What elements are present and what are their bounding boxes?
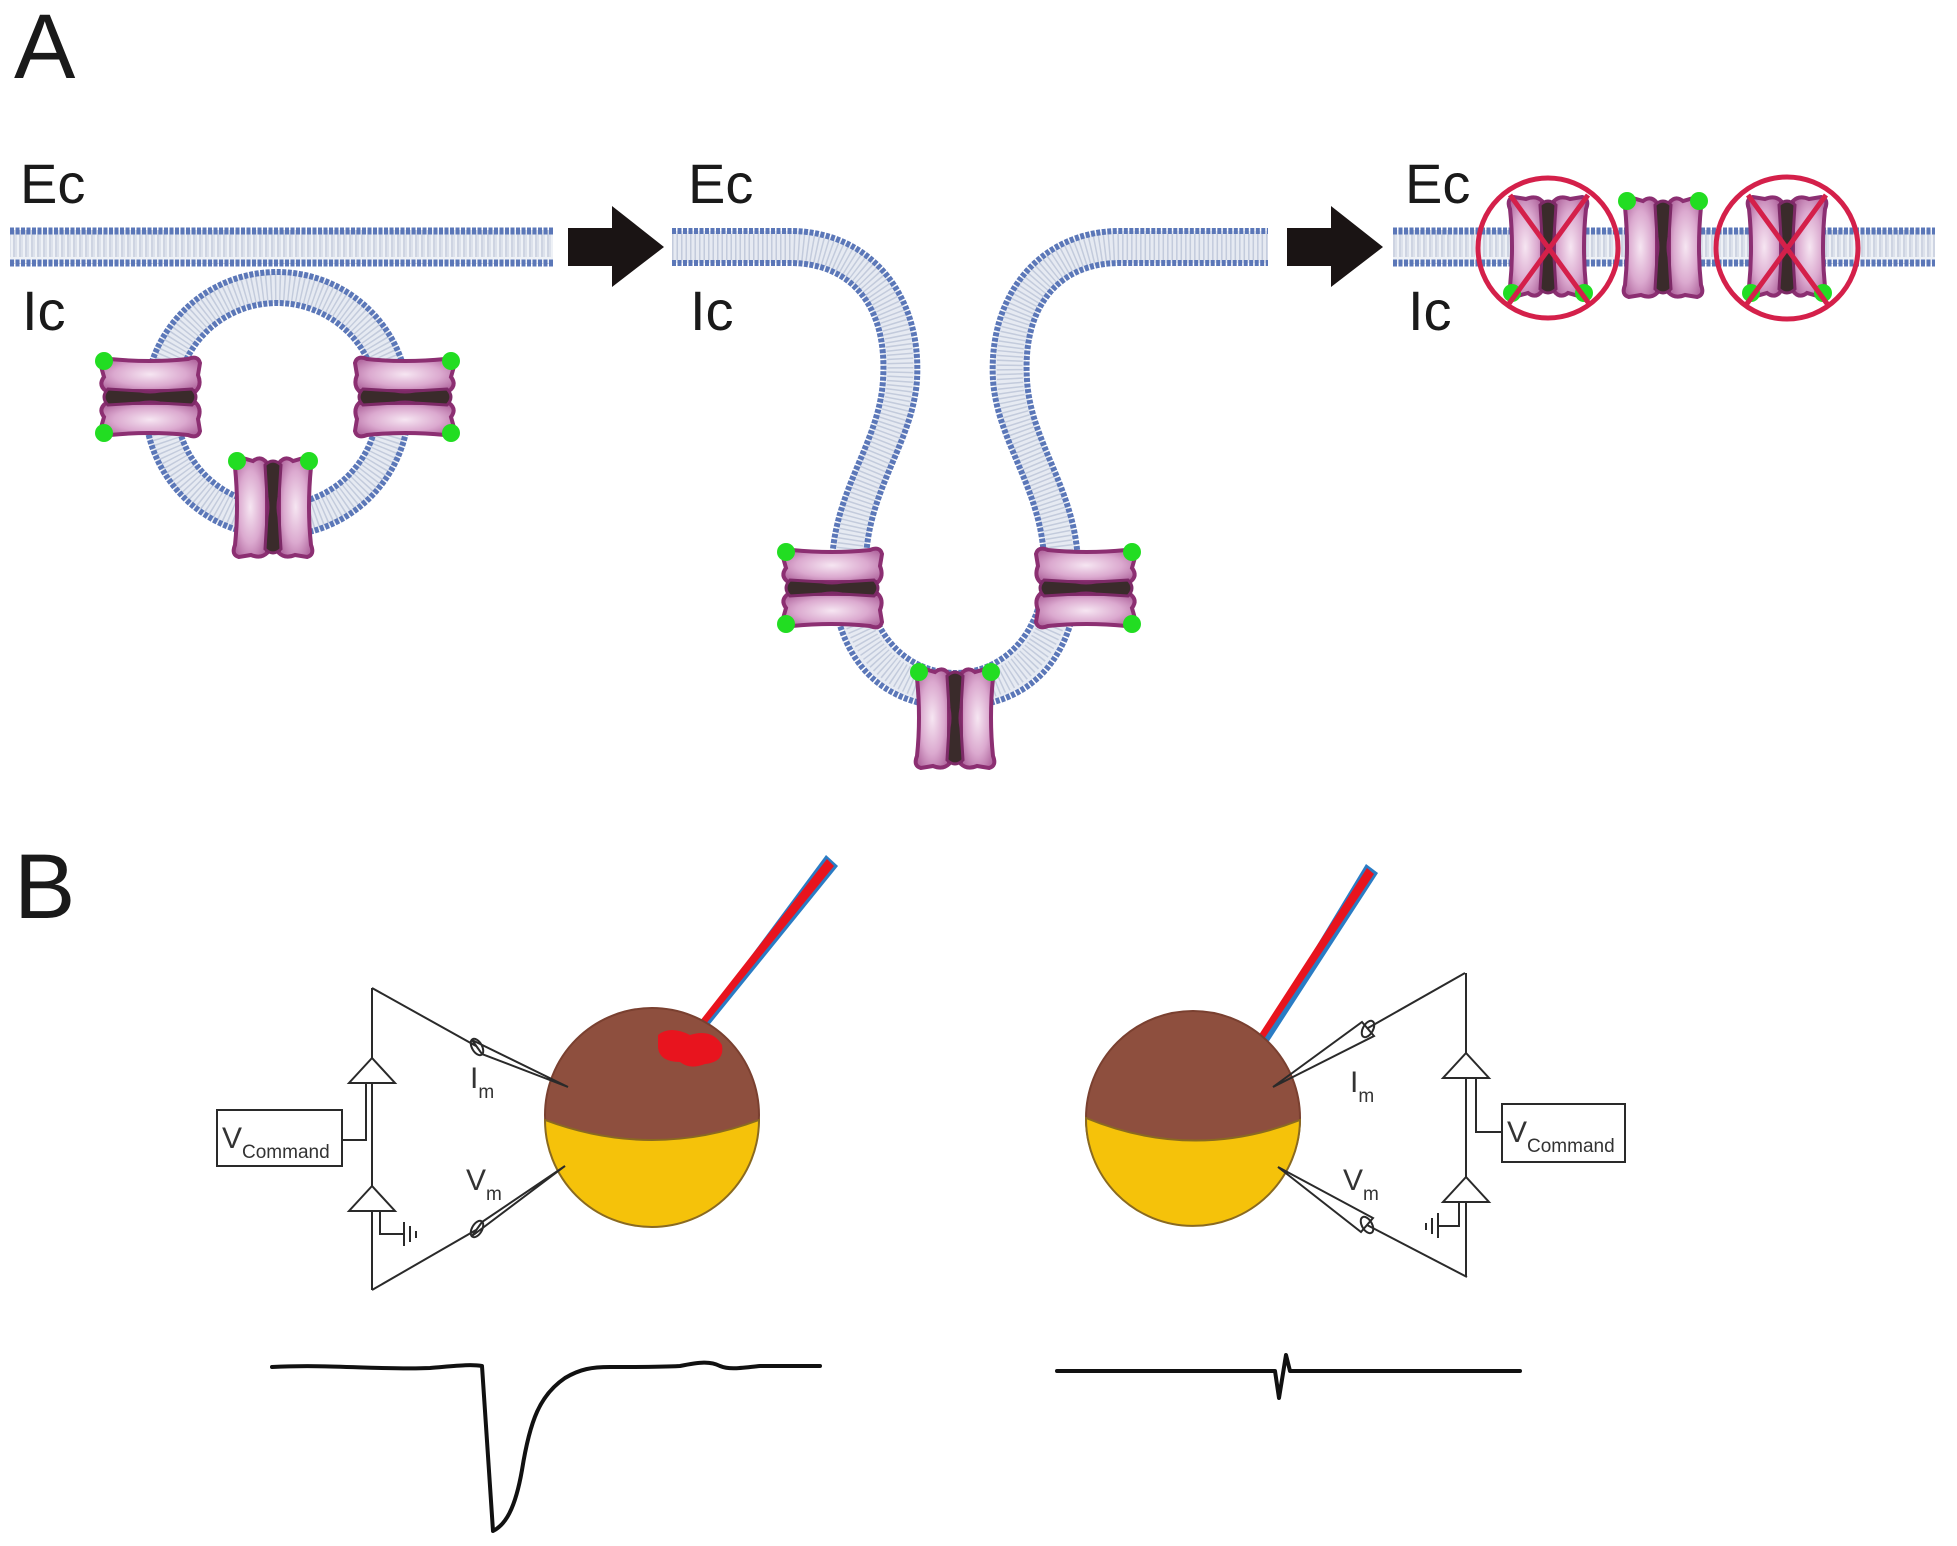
voltage-label: Vm — [466, 1164, 502, 1205]
command-box — [216, 1109, 343, 1167]
oocyte — [1084, 1010, 1302, 1227]
right-arrow-icon — [1287, 206, 1383, 287]
current-trace-right — [1055, 1353, 1522, 1400]
clamp-circuit: VCommand — [216, 988, 417, 1290]
voltage-electrode — [1277, 1166, 1468, 1278]
plasma-membrane — [10, 227, 553, 267]
ion-channel — [226, 450, 320, 559]
oocyte — [543, 1007, 761, 1228]
amplifier-icon — [346, 1184, 398, 1212]
command-label: VCommand — [222, 1122, 330, 1163]
ground-icon — [1425, 1202, 1460, 1238]
voltage-electrode — [371, 1165, 566, 1291]
blocked-icon — [1713, 174, 1861, 322]
stage-vesicle-fusing: Ec Ic — [672, 152, 1268, 770]
panel-b: B — [14, 836, 1626, 1533]
clamp-setup-right: VCommand Im Vm — [1055, 864, 1626, 1400]
intracellular-label: Ic — [22, 279, 66, 342]
amplifier-icon — [1440, 1051, 1492, 1079]
fusing-membrane — [672, 228, 1268, 711]
injection-pipette — [688, 855, 838, 1045]
right-arrow-icon — [568, 206, 664, 287]
ion-channel — [353, 350, 462, 444]
current-label: Im — [1350, 1066, 1374, 1107]
blocked-icon — [1475, 175, 1621, 321]
ground-icon — [379, 1211, 417, 1246]
voltage-label: Vm — [1343, 1164, 1379, 1205]
ion-channel — [1616, 190, 1710, 299]
extracellular-label: Ec — [20, 152, 85, 215]
extracellular-label: Ec — [1405, 152, 1470, 215]
current-trace-left — [270, 1360, 822, 1533]
ion-channel — [775, 541, 884, 635]
intracellular-label: Ic — [690, 279, 734, 342]
clamp-setup-left: VCommand Im Vm — [216, 855, 838, 1533]
command-box — [1501, 1103, 1626, 1163]
command-label: VCommand — [1507, 1116, 1615, 1157]
current-electrode — [1272, 972, 1466, 1088]
stage-channels-in-membrane: Ec Ic — [1393, 152, 1935, 342]
current-electrode — [371, 987, 569, 1088]
amplifier-icon — [346, 1056, 398, 1084]
ion-channel — [1034, 541, 1143, 635]
current-label: Im — [470, 1062, 494, 1103]
ion-channel — [908, 661, 1002, 770]
injection-pipette — [1243, 864, 1378, 1072]
panel-a-letter: A — [14, 0, 76, 98]
amplifier-icon — [1440, 1175, 1492, 1203]
panel-a: A Ec Ic Ec Ic — [10, 0, 1935, 770]
ion-channel — [93, 350, 202, 444]
injection-spot — [658, 1030, 723, 1067]
clamp-circuit: VCommand — [1425, 973, 1626, 1277]
intracellular-label: Ic — [1408, 279, 1452, 342]
stage-vesicle-docked: Ec Ic — [10, 152, 553, 559]
panel-b-letter: B — [14, 836, 75, 938]
extracellular-label: Ec — [688, 152, 753, 215]
